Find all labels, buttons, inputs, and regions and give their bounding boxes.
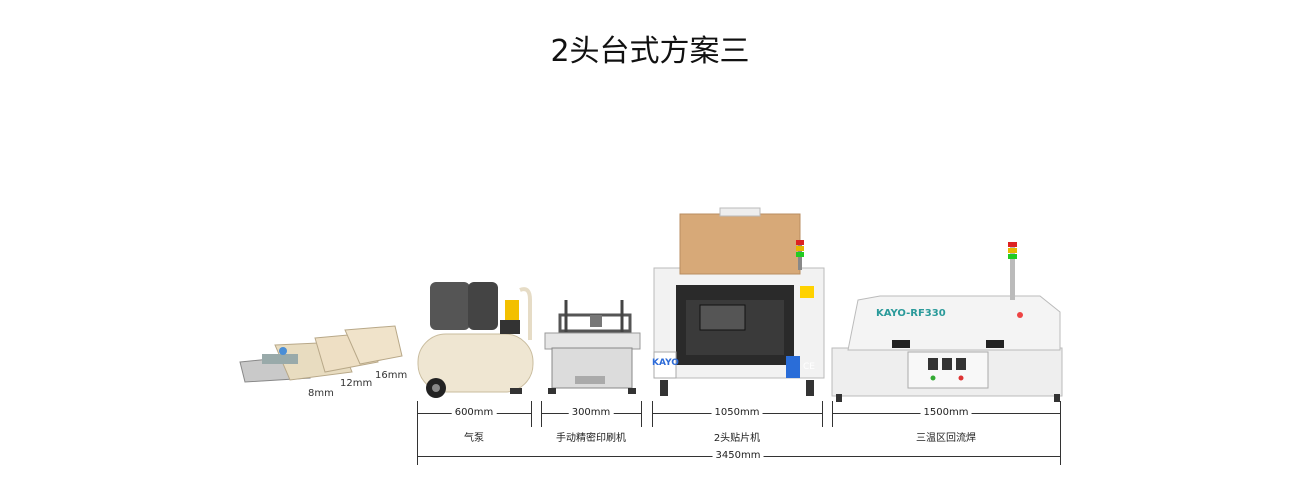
- dim-tick: [652, 401, 653, 427]
- reflow-model-label: KAYO-RF330: [876, 308, 946, 319]
- feeder-size-8: 8mm: [308, 388, 334, 399]
- dimension-pick-place: 1050mm: [711, 407, 763, 418]
- dim-tick: [641, 401, 642, 427]
- kayo-logo: KAYO: [652, 358, 679, 368]
- air-compressor: [417, 282, 534, 398]
- dimension-total: 3450mm: [712, 450, 764, 461]
- pick-and-place-machine: [653, 207, 825, 396]
- dim-tick: [1060, 401, 1061, 465]
- dim-tick: [832, 401, 833, 427]
- dimension-printer: 300mm: [568, 407, 614, 418]
- name-reflow: 三温区回流焊: [916, 433, 976, 444]
- feeder-group: [239, 325, 403, 383]
- feeder-size-16: 16mm: [375, 370, 408, 381]
- dim-tick: [417, 401, 418, 465]
- dim-tick: [541, 401, 542, 427]
- ce-mark: CE: [803, 362, 815, 372]
- dimension-compressor: 600mm: [451, 407, 497, 418]
- dim-tick: [531, 401, 532, 427]
- name-compressor: 气泵: [464, 433, 484, 444]
- feeder-size-12: 12mm: [340, 378, 373, 389]
- dimension-reflow: 1500mm: [920, 407, 972, 418]
- reflow-oven: [831, 242, 1063, 402]
- stencil-printer: [544, 300, 641, 394]
- page-title: 2头台式方案三: [550, 34, 750, 69]
- name-pick-place: 2头贴片机: [713, 433, 761, 444]
- dim-tick: [822, 401, 823, 427]
- name-printer: 手动精密印刷机: [556, 433, 626, 444]
